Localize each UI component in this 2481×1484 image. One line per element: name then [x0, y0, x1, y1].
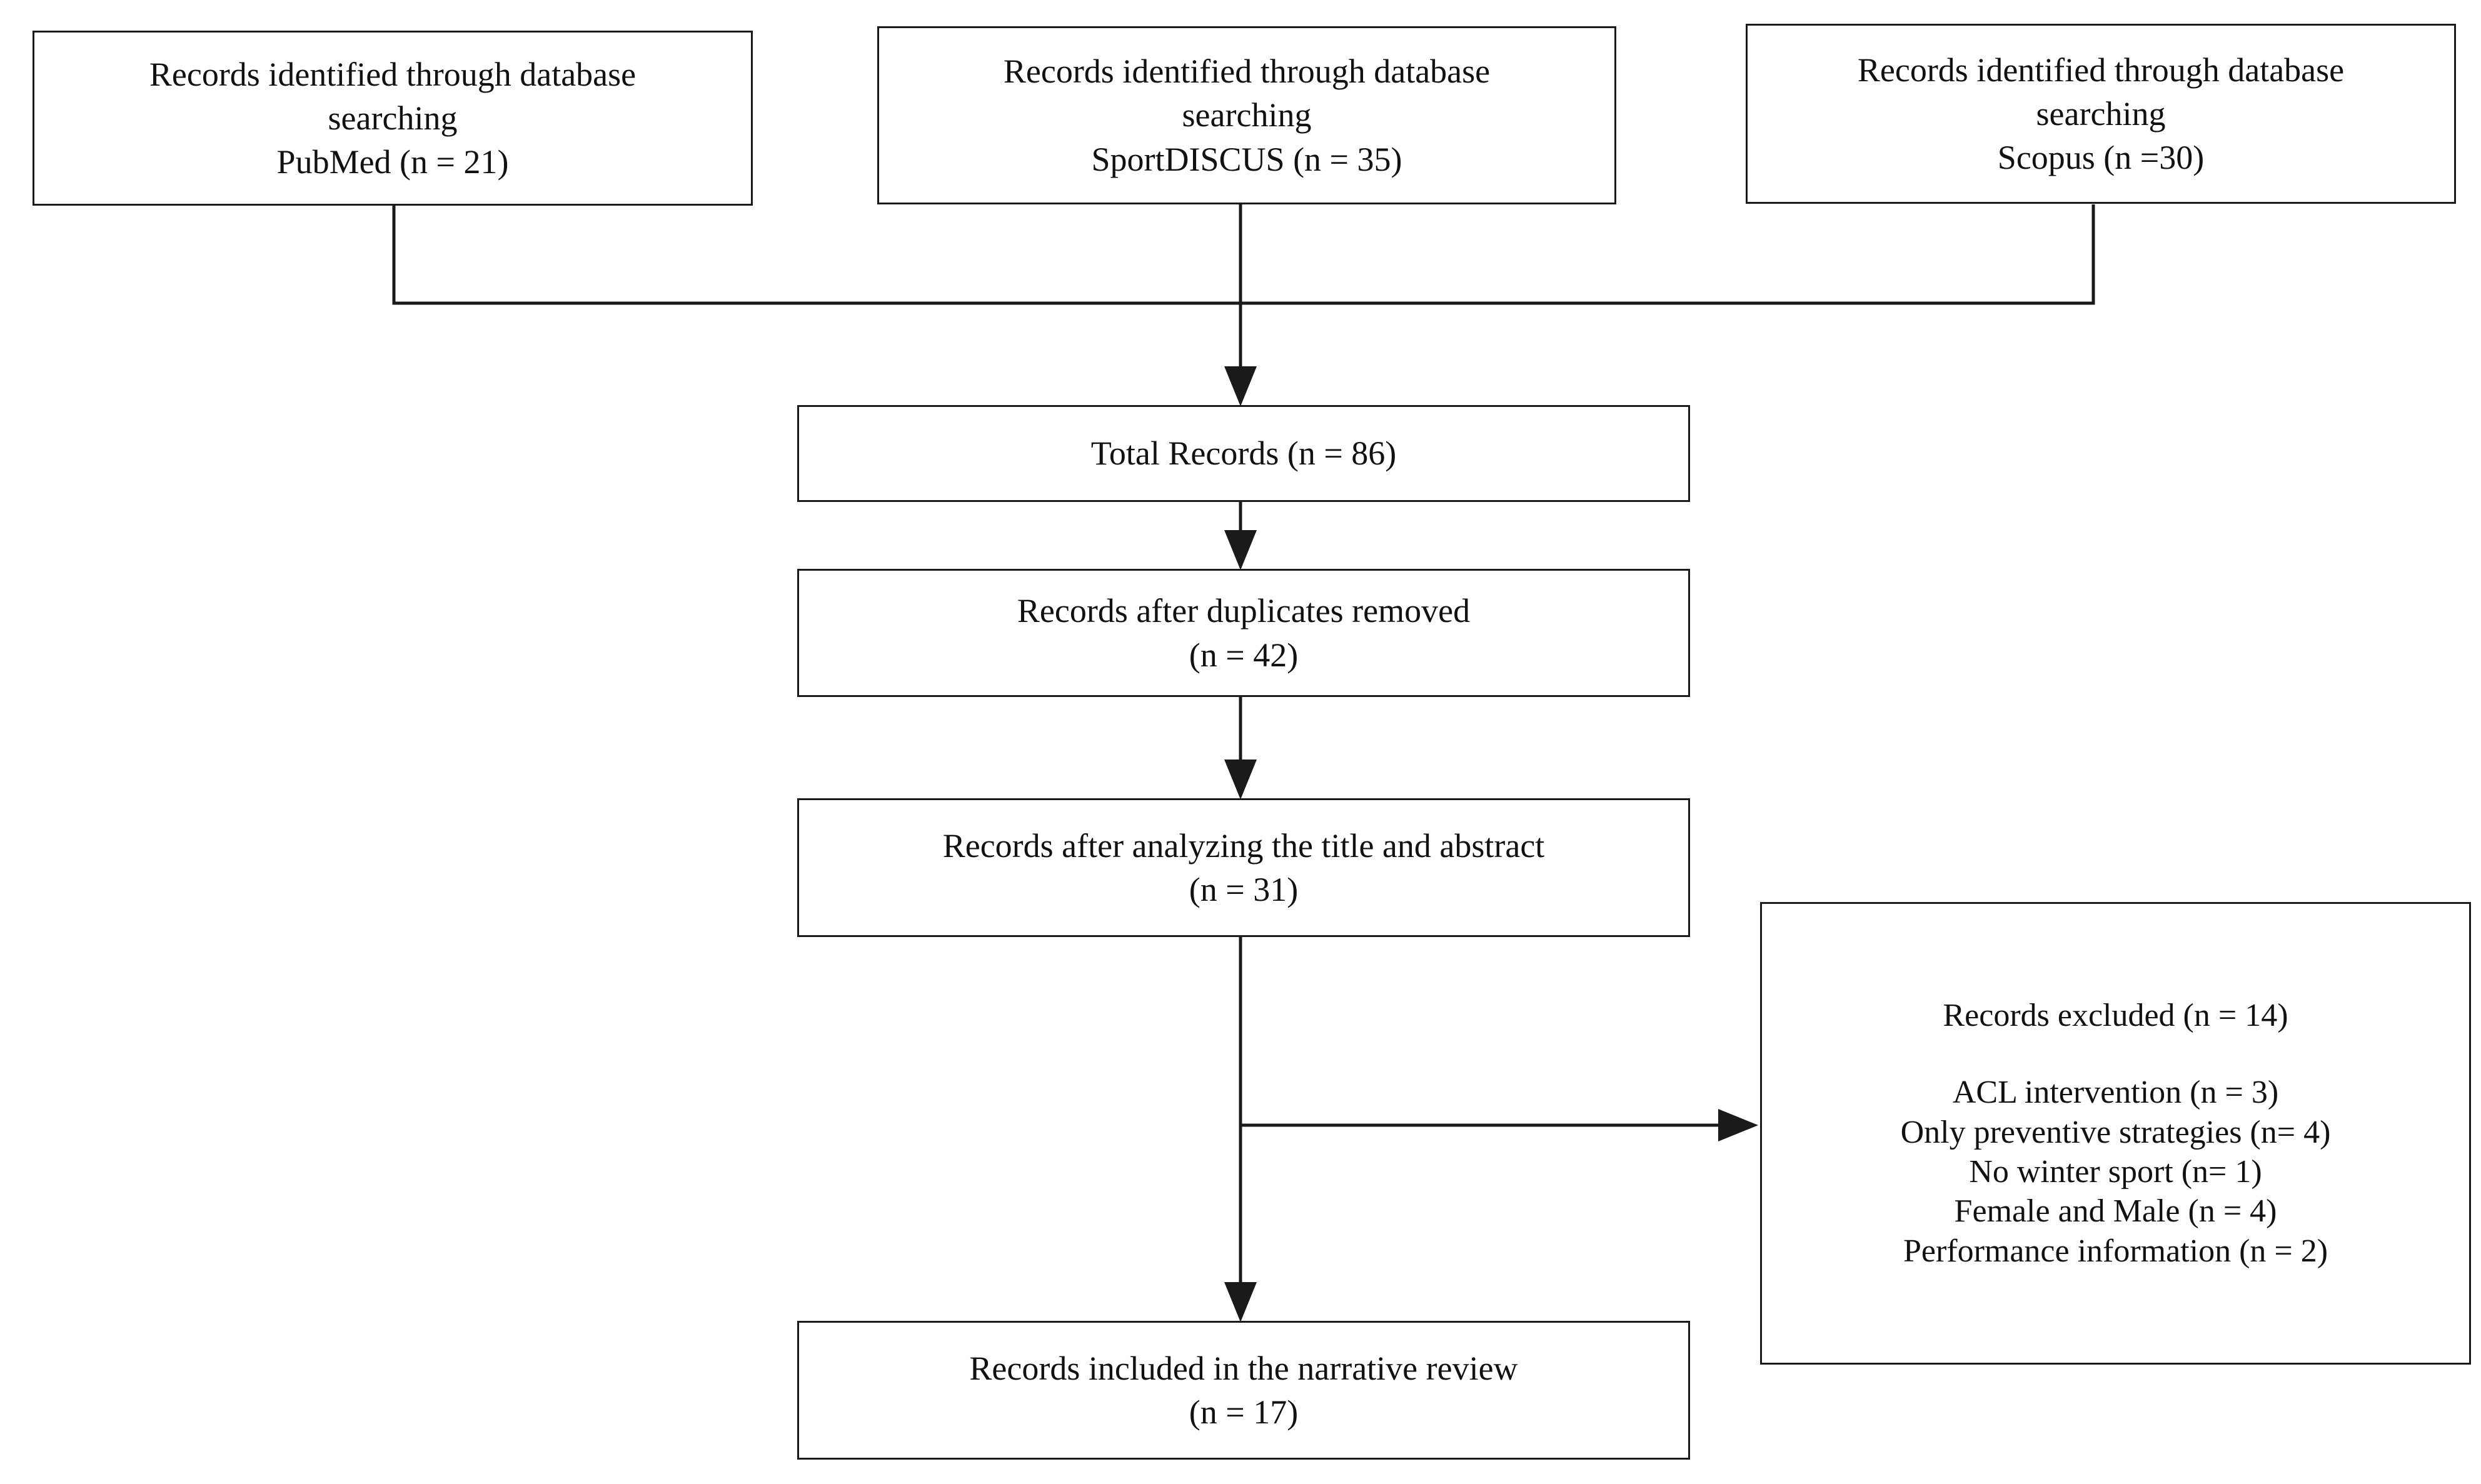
- title-abstract-line-1: Records after analyzing the title and ab…: [942, 826, 1545, 865]
- arrowhead-total: [1224, 366, 1257, 406]
- excluded-heading: Records excluded (n = 14): [1943, 997, 2288, 1033]
- duplicates-line-2: (n = 42): [1189, 636, 1299, 674]
- excluded-reason-female-and-male: Female and Male (n = 4): [1954, 1193, 2277, 1230]
- scopus-line-3: Scopus (n =30): [1997, 139, 2205, 177]
- scopus-line-2: searching: [2036, 94, 2166, 133]
- arrowhead-duplicates: [1224, 530, 1257, 570]
- node-records-after-duplicates-removed: Records after duplicates removed (n = 42…: [797, 569, 1690, 697]
- included-line-2: (n = 17): [1189, 1393, 1299, 1431]
- arrowhead-included: [1224, 1282, 1257, 1322]
- total-records-label: Total Records (n = 86): [1090, 434, 1397, 473]
- arrowhead-excluded: [1718, 1109, 1758, 1141]
- duplicates-line-1: Records after duplicates removed: [1017, 592, 1471, 630]
- node-records-identified-pubmed: Records identified through database sear…: [33, 31, 753, 206]
- pubmed-line-2: searching: [328, 99, 458, 137]
- title-abstract-line-2: (n = 31): [1189, 871, 1299, 908]
- node-records-excluded: Records excluded (n = 14) ACL interventi…: [1760, 902, 2471, 1365]
- connector-scopus-to-merge: [1240, 204, 2095, 305]
- excluded-reason-performance-information: Performance information (n = 2): [1903, 1233, 2328, 1269]
- included-line-1: Records included in the narrative review: [969, 1349, 1518, 1387]
- excluded-reason-only-preventive-strategies: Only preventive strategies (n= 4): [1900, 1114, 2331, 1150]
- excluded-reason-no-winter-sport: No winter sport (n= 1): [1969, 1154, 2262, 1190]
- node-records-identified-sportdiscus: Records identified through database sear…: [877, 26, 1616, 204]
- node-records-after-title-abstract: Records after analyzing the title and ab…: [797, 798, 1690, 937]
- excluded-reason-acl-intervention: ACL intervention (n = 3): [1952, 1075, 2279, 1111]
- node-records-included-narrative-review: Records included in the narrative review…: [797, 1321, 1690, 1460]
- pubmed-line-3: PubMed (n = 21): [276, 143, 509, 181]
- connector-pubmed-to-merge: [392, 206, 1240, 305]
- sportdiscus-line-1: Records identified through database: [1003, 53, 1491, 91]
- node-total-records: Total Records (n = 86): [797, 405, 1690, 502]
- sportdiscus-line-2: searching: [1182, 96, 1312, 134]
- node-records-identified-scopus: Records identified through database sear…: [1746, 24, 2456, 204]
- arrowhead-title-abstract: [1224, 760, 1257, 800]
- scopus-line-1: Records identified through database: [1857, 51, 2345, 89]
- sportdiscus-line-3: SportDISCUS (n = 35): [1091, 140, 1402, 178]
- pubmed-line-1: Records identified through database: [149, 55, 637, 93]
